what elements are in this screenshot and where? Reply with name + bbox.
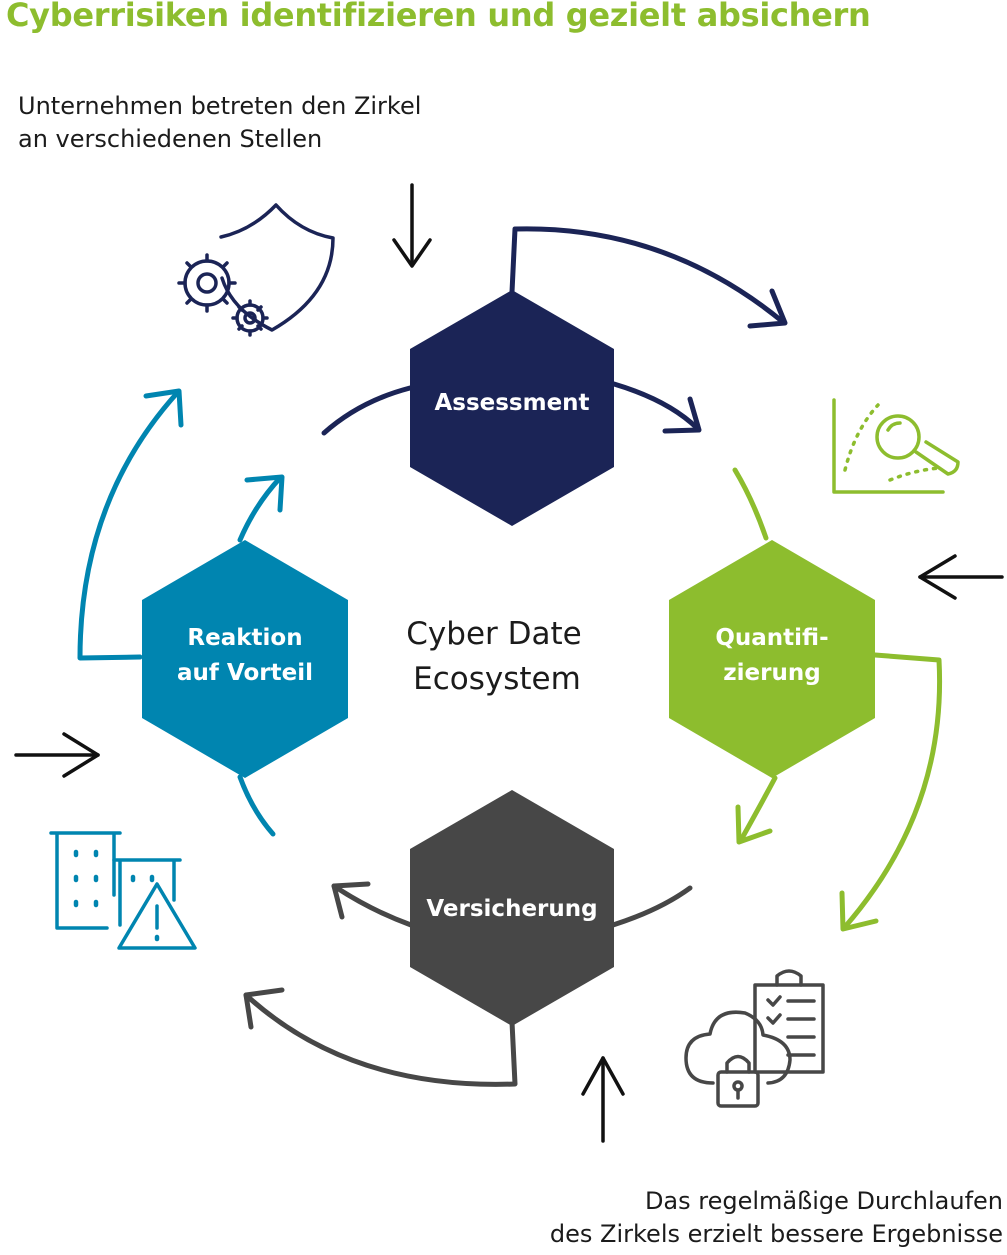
entry-arrow-bottom — [581, 1056, 625, 1143]
hex-versicherung: Versicherung — [410, 790, 614, 1026]
entry-arrow-top — [392, 183, 432, 268]
assessment-inner-arrowhead — [662, 396, 702, 434]
buildings-warning-icon — [49, 831, 197, 950]
versicherung-inner-arrowhead — [331, 881, 371, 920]
hex-reaktion: Reaktion auf Vorteil — [142, 540, 348, 778]
assessment-inner-right-arc — [611, 381, 700, 431]
entry-arrow-right — [918, 554, 1004, 600]
assessment-outer-arrowhead — [747, 288, 788, 329]
hex-quantifizierung-label-2: zierung — [723, 660, 820, 686]
outro-note-line-2: des Zirkels erzielt bessere Ergebnisse — [549, 1220, 1003, 1248]
outro-note-line-1: Das regelmäßige Durchlaufen — [644, 1187, 1003, 1215]
versicherung-outer-arc — [243, 992, 518, 1087]
hex-assessment-label: Assessment — [434, 390, 589, 416]
reaktion-arrows — [77, 388, 285, 837]
page-title: Cyberrisiken identifizieren und gezielt … — [6, 0, 871, 34]
hex-quantifizierung: Quantifi- zierung — [669, 540, 875, 778]
quantifizierung-top-arc — [732, 467, 769, 541]
reaktion-inner-arc — [237, 475, 283, 543]
reaktion-bottom-arc — [237, 774, 276, 837]
hex-versicherung-label: Versicherung — [426, 896, 597, 922]
versicherung-inner-arc — [331, 883, 414, 928]
hex-quantifizierung-label-1: Quantifi- — [715, 625, 828, 651]
quantifizierung-outer-arrowhead — [839, 890, 879, 932]
intro-note-line-1: Unternehmen betreten den Zirkel — [18, 92, 422, 120]
versicherung-arrows — [243, 881, 693, 1087]
outro-note: Das regelmäßige Durchlaufen des Zirkels … — [550, 1185, 1003, 1251]
intro-note: Unternehmen betreten den Zirkel an versc… — [18, 90, 421, 156]
quantifizierung-arrows — [732, 467, 943, 932]
quantifizierung-inner-arrowhead — [735, 804, 773, 845]
entry-arrow-left — [14, 732, 100, 778]
entry-arrows — [14, 183, 1004, 1143]
versicherung-right-arc — [610, 885, 693, 928]
versicherung-outer-arrowhead — [243, 987, 285, 1030]
quantifizierung-outer-arc — [841, 652, 943, 931]
assessment-inner-left-arc — [321, 385, 413, 436]
intro-note-line-2: an verschiedenen Stellen — [18, 125, 323, 153]
reaktion-inner-arrowhead — [244, 474, 285, 513]
hex-assessment: Assessment — [410, 290, 614, 526]
assessment-outer-arc — [509, 226, 786, 325]
quantifizierung-inner-arc — [738, 775, 778, 843]
cloud-lock-clipboard-icon — [684, 969, 825, 1108]
reaktion-outer-arrowhead — [143, 388, 184, 428]
chart-magnifier-icon — [832, 398, 960, 494]
hex-reaktion-label-1: Reaktion — [187, 625, 302, 651]
shield-gears-icon — [177, 203, 335, 337]
center-label-line-1: Cyber Date — [406, 616, 581, 652]
reaktion-outer-arc — [77, 389, 181, 661]
center-label-line-2: Ecosystem — [413, 661, 581, 697]
hex-reaktion-label-2: auf Vorteil — [177, 660, 313, 686]
assessment-arrows — [321, 226, 788, 436]
